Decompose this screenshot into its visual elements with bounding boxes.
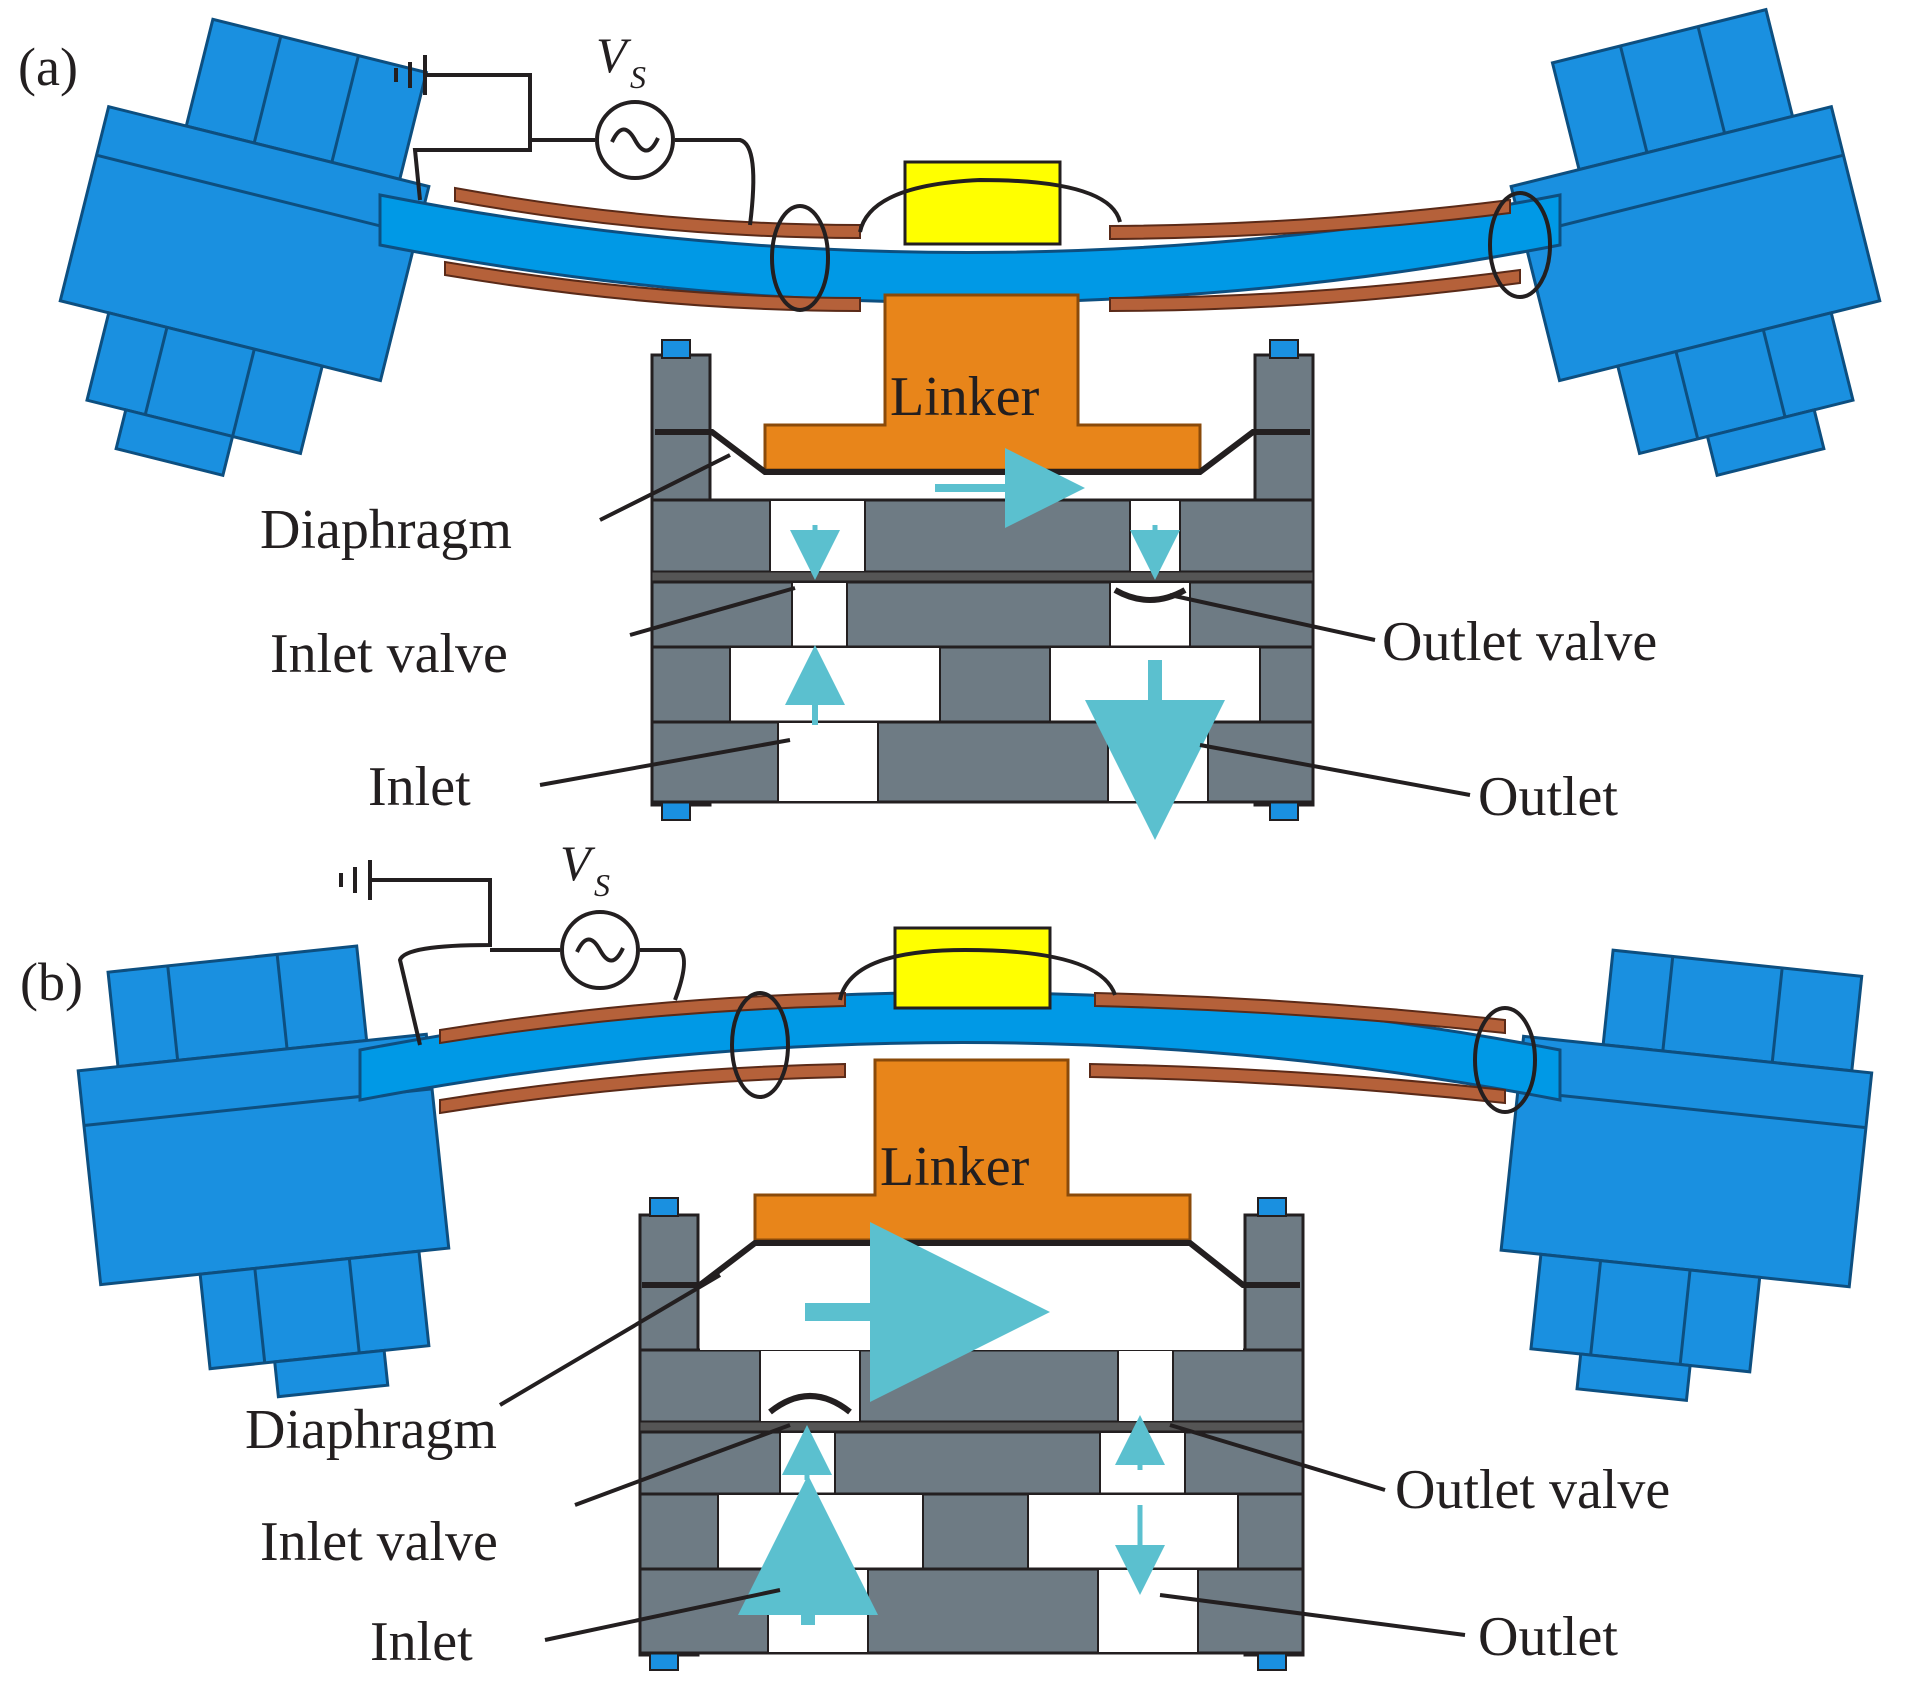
piezo-bottom-right-b xyxy=(1089,1062,1506,1105)
flow-arrows-b xyxy=(738,1222,1165,1625)
piezo-bottom-right-a xyxy=(1109,268,1521,313)
piezo-bottom-left-a xyxy=(444,260,861,313)
diaphragm-label-a: Diaphragm xyxy=(260,499,512,561)
inlet-label-a: Inlet xyxy=(368,756,471,818)
outlet-label-a: Outlet xyxy=(1478,766,1618,828)
pump-body-a xyxy=(650,339,1315,821)
inlet-valve-label-b: Inlet valve xyxy=(260,1511,498,1573)
linker-label-a: Linker xyxy=(890,366,1040,428)
proof-mass-a xyxy=(903,160,1062,246)
piezo-top-right-b xyxy=(1094,991,1506,1035)
piezo-top-right-a xyxy=(1109,198,1511,241)
left-clamp-b xyxy=(76,944,451,1399)
inlet-label-b: Inlet xyxy=(370,1611,473,1673)
right-clamp-a xyxy=(1509,7,1882,478)
piezo-top-left-a xyxy=(454,186,861,240)
linker-label-b: Linker xyxy=(880,1136,1030,1198)
vs-label-b: V xyxy=(560,835,596,891)
inlet-valve-label-a: Inlet valve xyxy=(270,623,508,685)
proof-mass-b xyxy=(893,926,1052,1010)
panel-b: (b) xyxy=(20,835,1874,1673)
outlet-label-b: Outlet xyxy=(1478,1606,1618,1668)
flow-arrows-a xyxy=(785,448,1225,840)
wiring-b xyxy=(339,860,1537,1114)
wiring-a xyxy=(394,55,1552,312)
vs-subscript-a: S xyxy=(630,59,646,95)
left-clamp-a xyxy=(58,17,431,478)
outlet-valve-label-a: Outlet valve xyxy=(1382,611,1657,673)
panel-a: (a) xyxy=(18,7,1882,840)
vs-label-a: V xyxy=(596,27,632,83)
outlet-valve-label-b: Outlet valve xyxy=(1395,1459,1670,1521)
vs-subscript-b: S xyxy=(594,867,610,903)
right-clamp-b xyxy=(1499,948,1874,1402)
piezo-bottom-left-b xyxy=(439,1062,846,1115)
panel-b-label: (b) xyxy=(20,952,83,1012)
panel-a-label: (a) xyxy=(18,37,78,97)
diaphragm-label-b: Diaphragm xyxy=(245,1399,497,1461)
